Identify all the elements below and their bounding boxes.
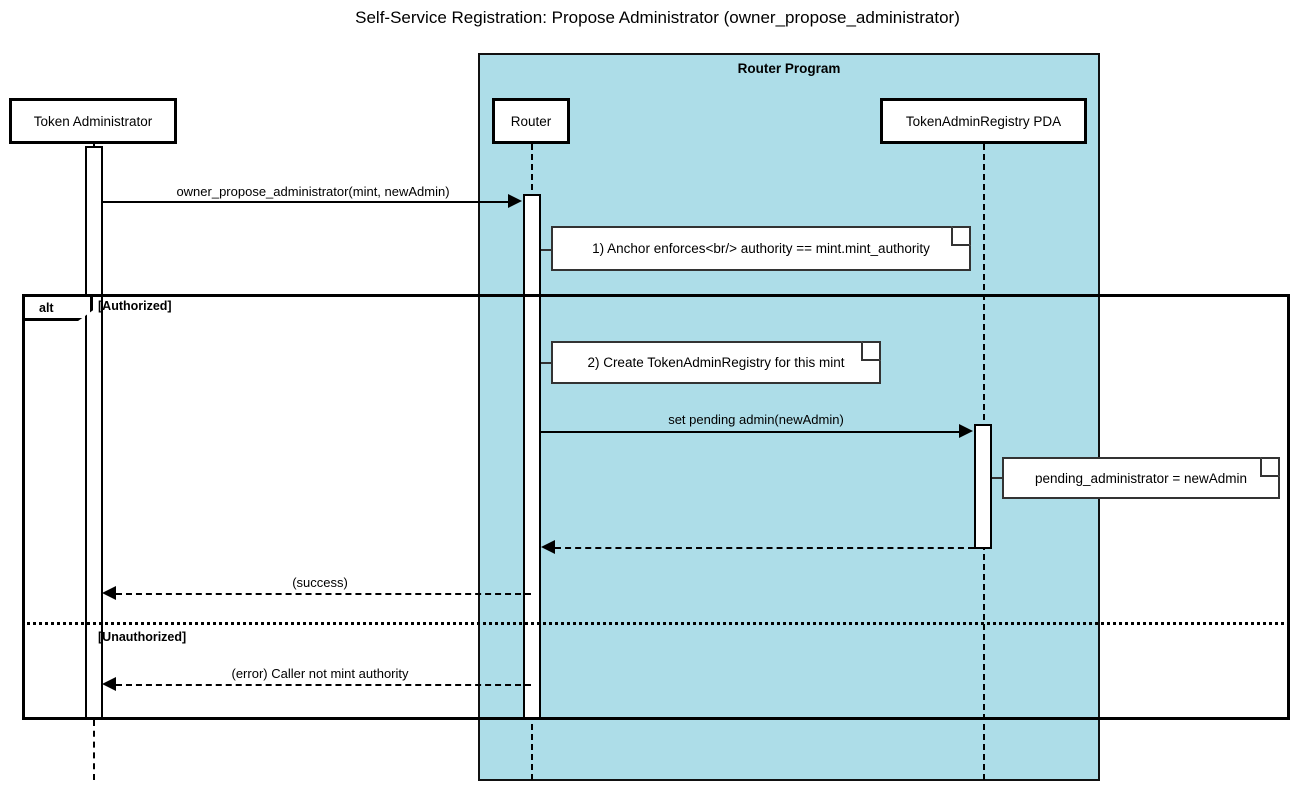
message-line-success xyxy=(116,593,531,595)
note-dogear-icon xyxy=(951,226,971,246)
activation-token-admin-registry-pda xyxy=(974,424,992,549)
group-label-router-program: Router Program xyxy=(737,61,841,76)
message-line-propose xyxy=(103,201,510,203)
message-label-set-pending-admin: set pending admin(newAdmin) xyxy=(668,412,844,427)
message-arrowhead-propose xyxy=(508,194,522,208)
activation-router xyxy=(523,194,541,720)
message-arrowhead-error xyxy=(102,677,116,691)
message-label-propose: owner_propose_administrator(mint, newAdm… xyxy=(176,184,450,199)
page-title: Self-Service Registration: Propose Admin… xyxy=(355,8,960,27)
message-arrowhead-success xyxy=(102,586,116,600)
message-label-success: (success) xyxy=(292,575,348,590)
note-text-anchor-enforces: 1) Anchor enforces<br/> authority == min… xyxy=(592,241,930,256)
message-line-error xyxy=(116,684,531,686)
participant-label-token-administrator: Token Administrator xyxy=(33,113,153,129)
message-line-set-pending-admin xyxy=(541,431,961,433)
note-text-create-registry: 2) Create TokenAdminRegistry for this mi… xyxy=(587,355,845,370)
note-create-registry: 2) Create TokenAdminRegistry for this mi… xyxy=(551,341,881,384)
message-arrowhead-pda-return xyxy=(541,540,555,554)
alt-fragment-operator-tag: alt xyxy=(25,297,93,321)
note-dogear-icon xyxy=(861,341,881,361)
group-box-router-program: Router Program xyxy=(478,53,1100,781)
note-pending-administrator: pending_administrator = newAdmin xyxy=(1002,457,1280,499)
participant-router[interactable]: Router xyxy=(492,98,570,144)
note-connector-pending-administrator xyxy=(992,477,1006,479)
alt-fragment-guard-authorized: [Authorized] xyxy=(98,299,172,313)
note-anchor-enforces: 1) Anchor enforces<br/> authority == min… xyxy=(551,226,971,271)
note-dogear-icon xyxy=(1260,457,1280,477)
message-label-error: (error) Caller not mint authority xyxy=(231,666,409,681)
note-text-pending-administrator: pending_administrator = newAdmin xyxy=(1035,470,1247,486)
alt-fragment-guard-unauthorized: [Unauthorized] xyxy=(98,630,187,644)
message-arrowhead-set-pending-admin xyxy=(959,424,973,438)
participant-token-administrator[interactable]: Token Administrator xyxy=(9,98,177,144)
note-connector-anchor-enforces xyxy=(541,249,555,251)
message-line-pda-return xyxy=(555,547,974,549)
alt-fragment-divider xyxy=(22,622,1290,625)
note-connector-create-registry xyxy=(541,362,555,364)
lifeline-token-administrator-bottom xyxy=(93,720,95,780)
participant-label-token-admin-registry-pda: TokenAdminRegistry PDA xyxy=(905,113,1062,129)
alt-fragment-operator-label: alt xyxy=(39,300,54,315)
participant-label-router: Router xyxy=(510,113,552,129)
participant-token-admin-registry-pda[interactable]: TokenAdminRegistry PDA xyxy=(880,98,1087,144)
